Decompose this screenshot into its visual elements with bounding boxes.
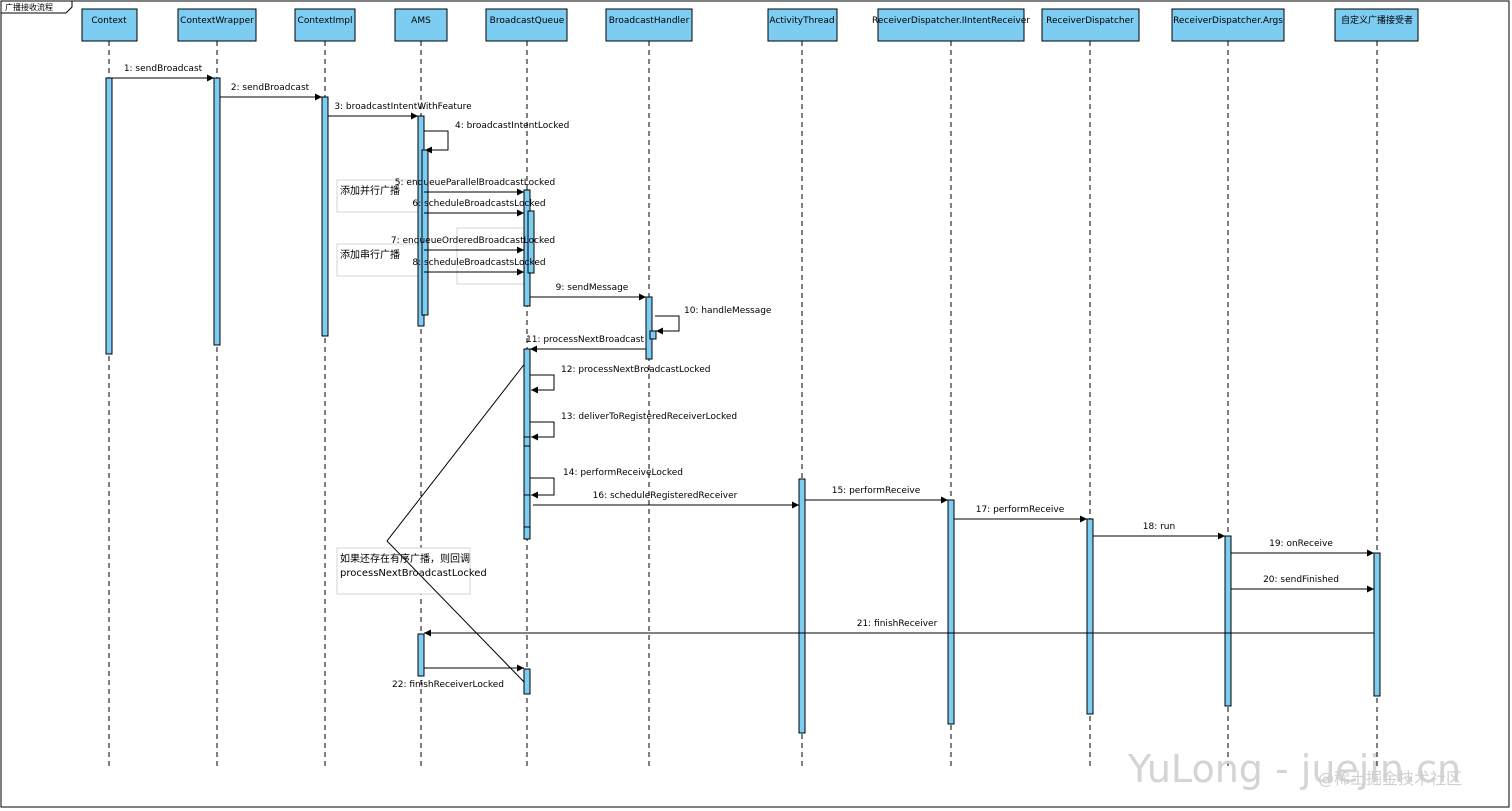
- activation-bars: [105, 77, 1381, 734]
- note-box-ordered: [336, 243, 424, 277]
- activation-impl: [321, 96, 329, 337]
- activation-queue: [523, 668, 531, 695]
- activation-receiver: [1373, 552, 1381, 697]
- participant-label-thread: ActivityThread: [769, 16, 834, 26]
- message-label: 12: processNextBroadcastLocked: [561, 365, 710, 375]
- activation-queue: [527, 210, 535, 274]
- activation-args: [1224, 535, 1232, 707]
- message-label: 5: enqueueParallelBroadcastLocked: [395, 178, 555, 188]
- activation-iintent: [947, 499, 955, 725]
- activation-handler: [645, 296, 653, 360]
- activation-ams: [421, 149, 429, 316]
- participant-label-args: ReceiverDispatcher.Args: [1173, 16, 1283, 26]
- message-label: 8: scheduleBroadcastsLocked: [412, 258, 545, 268]
- message-label: 9: sendMessage: [556, 283, 629, 293]
- watermark-main: YuLong - juejin.cn: [1127, 747, 1461, 791]
- activation-queue: [523, 436, 531, 447]
- messages: 1: sendBroadcast 2: sendBroadcast 3: broad…: [112, 64, 1374, 690]
- activation-thread: [798, 478, 806, 734]
- message-label: 16: scheduleRegisteredReceiver: [593, 491, 738, 501]
- activation-ams: [417, 633, 425, 677]
- participant-label-context: Context: [91, 16, 127, 26]
- activation-dispatcher: [1086, 518, 1094, 715]
- frame-title-tab: [0, 0, 73, 14]
- activation-queue: [523, 494, 531, 528]
- participant-label-queue: BroadcastQueue: [490, 16, 565, 26]
- activation-wrapper: [213, 77, 221, 346]
- message-label: 20: sendFinished: [1263, 575, 1339, 585]
- message-arrow: [530, 421, 555, 441]
- participant-label-iintent: ReceiverDispatcher.IIntentReceiver: [872, 16, 1030, 26]
- activation-handler: [649, 330, 657, 340]
- participant-heads: Context ContextWrapper ContextImpl AMS Broad…: [81, 8, 1419, 42]
- activation-context: [105, 77, 113, 355]
- participant-box-ams[interactable]: [394, 8, 448, 42]
- message-arrow: [424, 130, 449, 154]
- note-loop-connector: [386, 361, 527, 685]
- participant-box-thread[interactable]: [767, 8, 838, 42]
- participant-box-args[interactable]: [1171, 8, 1285, 42]
- participant-box-dispatcher[interactable]: [1041, 8, 1140, 42]
- participant-label-impl: ContextImpl: [298, 16, 353, 26]
- frame-title: 广播接收流程: [5, 2, 53, 12]
- message-label: 15: performReceive: [832, 486, 921, 496]
- message-label: 6: scheduleBroadcastsLocked: [412, 199, 545, 209]
- message-label: 18: run: [1143, 522, 1175, 532]
- note-text-ordered: 添加串行广播: [340, 248, 400, 261]
- message-label: 14: performReceiveLocked: [563, 468, 683, 478]
- message-label: 7: enqueueOrderedBroadcastLocked: [391, 236, 555, 246]
- participant-label-wrapper: ContextWrapper: [180, 16, 254, 26]
- message-label: 19: onReceive: [1269, 539, 1333, 549]
- participant-box-queue[interactable]: [485, 8, 568, 42]
- message-arrow: [655, 315, 680, 335]
- note-text-parallel: 添加并行广播: [340, 184, 400, 197]
- message-label: 4: broadcastIntentLocked: [455, 121, 569, 131]
- note-box-parallel: [336, 179, 424, 213]
- participant-label-dispatcher: ReceiverDispatcher: [1046, 16, 1134, 26]
- message-label: 22: finishReceiverLocked: [392, 680, 504, 690]
- participant-box-handler[interactable]: [605, 8, 693, 42]
- note-box-loop: [336, 547, 471, 595]
- lifelines: [108, 41, 1378, 770]
- message-label: 3: broadcastIntentWithFeature: [334, 102, 472, 112]
- participant-box-context[interactable]: [81, 8, 138, 42]
- participant-label-receiver: 自定义广播接受者: [1341, 14, 1413, 26]
- participant-box-wrapper[interactable]: [177, 8, 257, 42]
- participant-label-handler: BroadcastHandler: [609, 16, 690, 26]
- watermark-sub: @稀土掘金技术社区: [1318, 769, 1462, 788]
- participant-box-iintent[interactable]: [877, 8, 1025, 42]
- participant-box-receiver[interactable]: [1334, 8, 1419, 42]
- participant-box-impl[interactable]: [294, 8, 356, 42]
- note-text-loop: processNextBroadcastLocked: [340, 568, 487, 579]
- note-text-loop: 如果还存在有序广播，则回调: [340, 552, 470, 565]
- message-arrow: [530, 477, 555, 499]
- message-label: 17: performReceive: [976, 505, 1065, 515]
- message-label: 10: handleMessage: [684, 306, 772, 316]
- message-label: 11: processNextBroadcast: [526, 335, 644, 345]
- message-label: 2: sendBroadcast: [231, 83, 310, 93]
- message-label: 1: sendBroadcast: [124, 64, 203, 74]
- participant-label-ams: AMS: [411, 16, 431, 26]
- message-arrow: [530, 374, 555, 394]
- message-label: 21: finishReceiver: [857, 619, 938, 629]
- message-label: 13: deliverToRegisteredReceiverLocked: [561, 412, 737, 422]
